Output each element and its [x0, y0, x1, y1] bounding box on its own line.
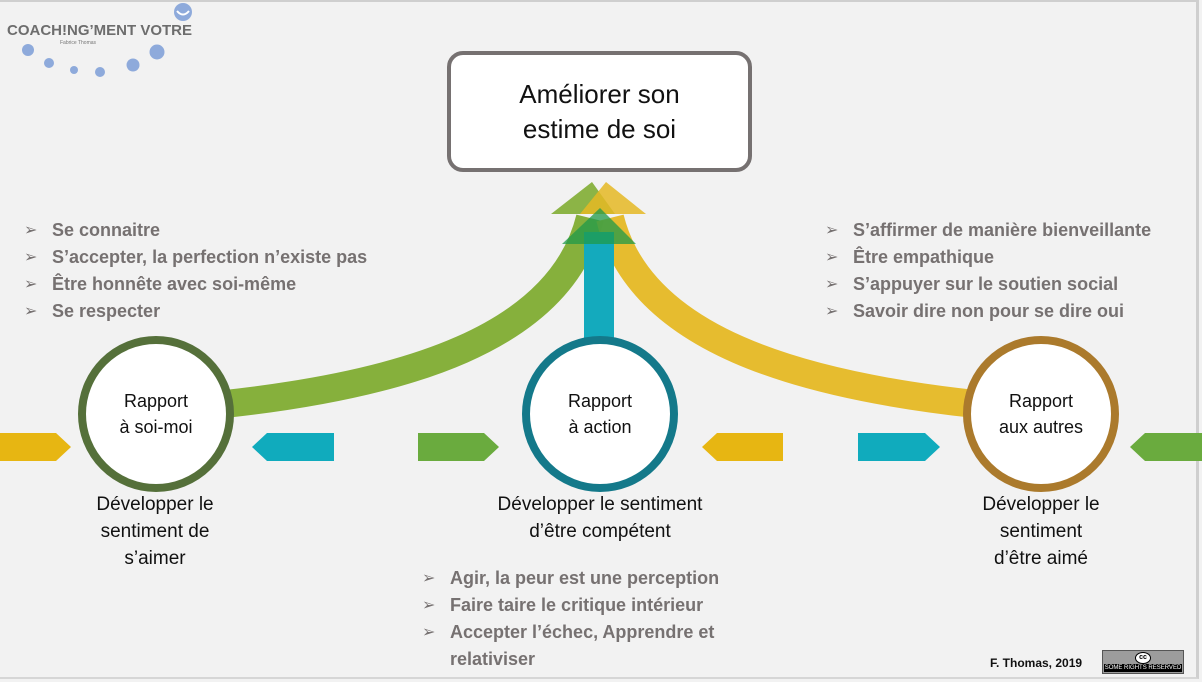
bullet-list-action: ➢Agir, la peur est une perception ➢Faire…	[422, 565, 750, 673]
caption-others: Développer le sentiment d’être aimé	[982, 494, 1100, 569]
chevron-green-center	[418, 433, 499, 461]
logo-dot	[95, 67, 105, 77]
arrow-bullet-icon: ➢	[422, 597, 436, 614]
bullet-item: ➢Accepter l’échec, Apprendre et relativi…	[422, 619, 750, 673]
arrow-bullet-icon: ➢	[24, 276, 38, 293]
chevron-yellow-center	[702, 433, 783, 461]
bullet-item: ➢Être honnête avec soi-même	[24, 271, 367, 298]
bullet-item: ➢S’appuyer sur le soutien social	[825, 271, 1151, 298]
node-others-label-2: aux autres	[998, 417, 1084, 437]
goal-text: Améliorer son estime de soi	[519, 78, 680, 144]
node-self: Rapport à soi-moi	[78, 336, 234, 492]
footer-credit: F. Thomas, 2019	[990, 656, 1083, 670]
arrowhead-teal	[562, 208, 636, 244]
bullet-item: ➢Savoir dire non pour se dire oui	[825, 298, 1151, 325]
logo-dot	[70, 66, 78, 74]
goal-box: Améliorer son estime de soi	[447, 51, 752, 172]
arc-others-to-goal	[596, 214, 977, 418]
node-others: Rapport aux autres	[963, 336, 1119, 492]
node-action: Rapport à action	[522, 336, 678, 492]
creative-commons-icon: cc	[1135, 652, 1151, 664]
logo-dot	[44, 58, 54, 68]
bullet-item: ➢Se respecter	[24, 298, 367, 325]
node-self-label-2: à soi-moi	[119, 417, 193, 437]
bullet-list-others: ➢S’affirmer de manière bienveillante ➢Êt…	[825, 217, 1151, 325]
bullet-item: ➢S’affirmer de manière bienveillante	[825, 217, 1151, 244]
logo-dot	[22, 44, 34, 56]
node-self-label-1: Rapport	[123, 391, 189, 411]
chevron-teal-right	[858, 433, 940, 461]
arrow-bullet-icon: ➢	[24, 249, 38, 266]
cc-license-badge: cc SOME RIGHTS RESERVED	[1102, 650, 1184, 674]
bullet-item: ➢Être empathique	[825, 244, 1151, 271]
caption-self: Développer le sentiment de s’aimer	[96, 494, 214, 569]
arrow-bullet-icon: ➢	[825, 222, 839, 239]
logo-dots	[22, 3, 192, 77]
arrow-bullet-icon: ➢	[825, 276, 839, 293]
arrow-bullet-icon: ➢	[422, 624, 436, 641]
chevron-yellow-left	[0, 433, 71, 461]
node-action-label-2: à action	[568, 417, 632, 437]
logo-title: COACH!NG’MENT VOTRE	[7, 22, 192, 39]
arrow-bullet-icon: ➢	[825, 303, 839, 320]
arrow-bullet-icon: ➢	[24, 222, 38, 239]
bullet-list-self: ➢Se connaitre ➢S’accepter, la perfection…	[24, 217, 367, 325]
chevron-teal-left	[252, 433, 334, 461]
logo-subtitle: Fabrice Thomas	[60, 40, 97, 46]
smiley-icon	[174, 3, 192, 21]
arrow-bullet-icon: ➢	[825, 249, 839, 266]
arrow-bullet-icon: ➢	[422, 570, 436, 587]
node-others-label-1: Rapport	[1008, 391, 1074, 411]
bullet-item: ➢Se connaitre	[24, 217, 367, 244]
arrow-bullet-icon: ➢	[24, 303, 38, 320]
license-text: SOME RIGHTS RESERVED	[1104, 664, 1182, 672]
node-action-label-1: Rapport	[567, 391, 633, 411]
chevron-green-right	[1130, 433, 1202, 461]
bullet-item: ➢S’accepter, la perfection n’existe pas	[24, 244, 367, 271]
logo-dot	[149, 44, 165, 60]
arc-self-to-goal	[223, 214, 604, 418]
bullet-item: ➢Agir, la peur est une perception	[422, 565, 750, 592]
bullet-item: ➢Faire taire le critique intérieur	[422, 592, 750, 619]
stem-action-to-goal	[584, 232, 614, 342]
caption-action: Développer le sentiment d’être compétent	[497, 494, 703, 542]
logo-dot	[126, 58, 140, 72]
arrowhead-yellow	[580, 182, 646, 214]
